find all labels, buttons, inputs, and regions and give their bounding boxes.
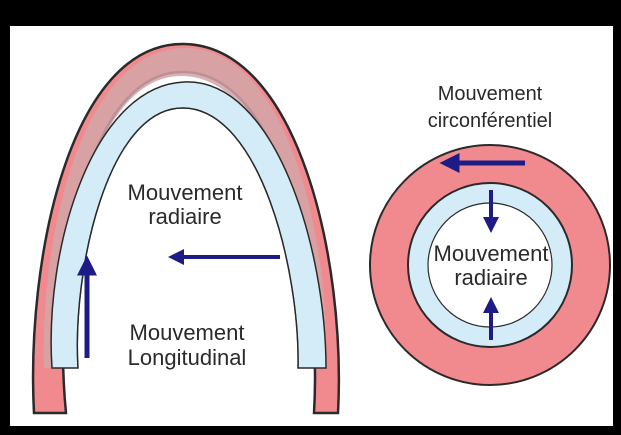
right-circumferential-label-line2: circonférentiel (428, 110, 553, 132)
left-radial-label-line2: radiaire (148, 204, 221, 229)
right-radial-label-line1: Mouvement (434, 241, 549, 266)
left-longitudinal-label-line1: Mouvement (130, 320, 245, 345)
right-circumferential-label-line1: Mouvement (438, 83, 543, 105)
left-longitudinal-label-line2: Longitudinal (128, 345, 247, 370)
right-radial-label-line2: radiaire (454, 265, 527, 290)
left-radial-label-line1: Mouvement (128, 180, 243, 205)
